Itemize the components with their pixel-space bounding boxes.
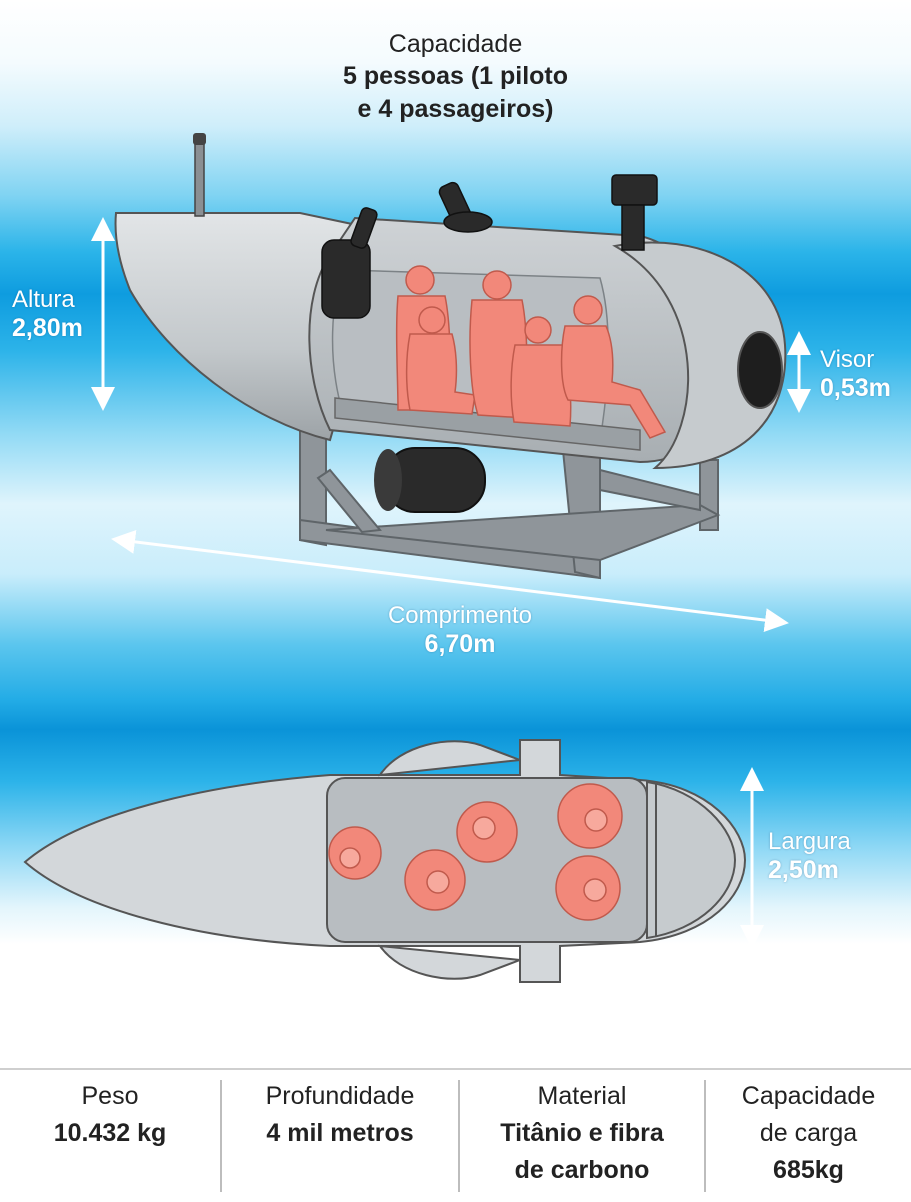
spec-payload-value: 685kg — [773, 1156, 844, 1184]
spec-divider — [458, 1080, 460, 1192]
spec-depth-value: 4 mil metros — [266, 1119, 414, 1147]
spec-depth-label: Profundidade — [265, 1082, 415, 1110]
viewport-dome — [612, 241, 787, 470]
capacity-value: 5 pessoas (1 piloto e 4 passageiros) — [342, 62, 569, 123]
spec-weight-value: 10.432 kg — [53, 1119, 167, 1147]
spec-divider — [704, 1080, 706, 1192]
spec-payload-label: Capacidade de carga — [741, 1082, 876, 1147]
viewport-value: 0,53m — [820, 374, 891, 402]
spec-material-value: Titânio e fibra de carbono — [500, 1119, 664, 1184]
spec-weight-label: Peso — [81, 1082, 139, 1110]
dimension-arrows — [91, 217, 811, 949]
length-arrow — [111, 529, 789, 633]
submersible-top-view — [23, 739, 747, 983]
height-value: 2,80m — [12, 314, 83, 342]
spec-material-label: Material — [537, 1082, 627, 1110]
height-label: Altura — [12, 286, 75, 313]
ballast-tank — [374, 447, 486, 513]
occupants-side — [395, 265, 667, 439]
viewport-label: Visor — [820, 346, 875, 373]
viewport-callout: Visor 0,53m — [820, 346, 891, 403]
submersible-side-view — [114, 133, 787, 580]
specs-table: Peso 10.432 kg Profundidade 4 mil metros… — [0, 1068, 911, 1202]
capacity-callout: Capacidade 5 pessoas (1 piloto e 4 passa… — [0, 28, 911, 126]
spec-weight: Peso 10.432 kg — [0, 1078, 220, 1192]
spec-payload: Capacidade de carga 685kg — [706, 1078, 911, 1192]
width-value: 2,50m — [768, 856, 839, 884]
length-value: 6,70m — [424, 630, 496, 658]
spec-divider — [220, 1080, 222, 1192]
occupants-top — [328, 783, 623, 921]
width-label: Largura — [768, 828, 851, 855]
length-label: Comprimento — [387, 602, 533, 629]
thrusters — [321, 174, 658, 319]
width-callout: Largura 2,50m — [768, 828, 851, 885]
submersible-illustration — [23, 133, 811, 983]
antenna — [193, 133, 206, 217]
height-callout: Altura 2,80m — [12, 286, 83, 343]
capacity-label: Capacidade — [388, 30, 523, 58]
spec-material: Material Titânio e fibra de carbono — [460, 1078, 704, 1192]
length-callout: Comprimento 6,70m — [330, 602, 590, 659]
spec-depth: Profundidade 4 mil metros — [222, 1078, 458, 1192]
